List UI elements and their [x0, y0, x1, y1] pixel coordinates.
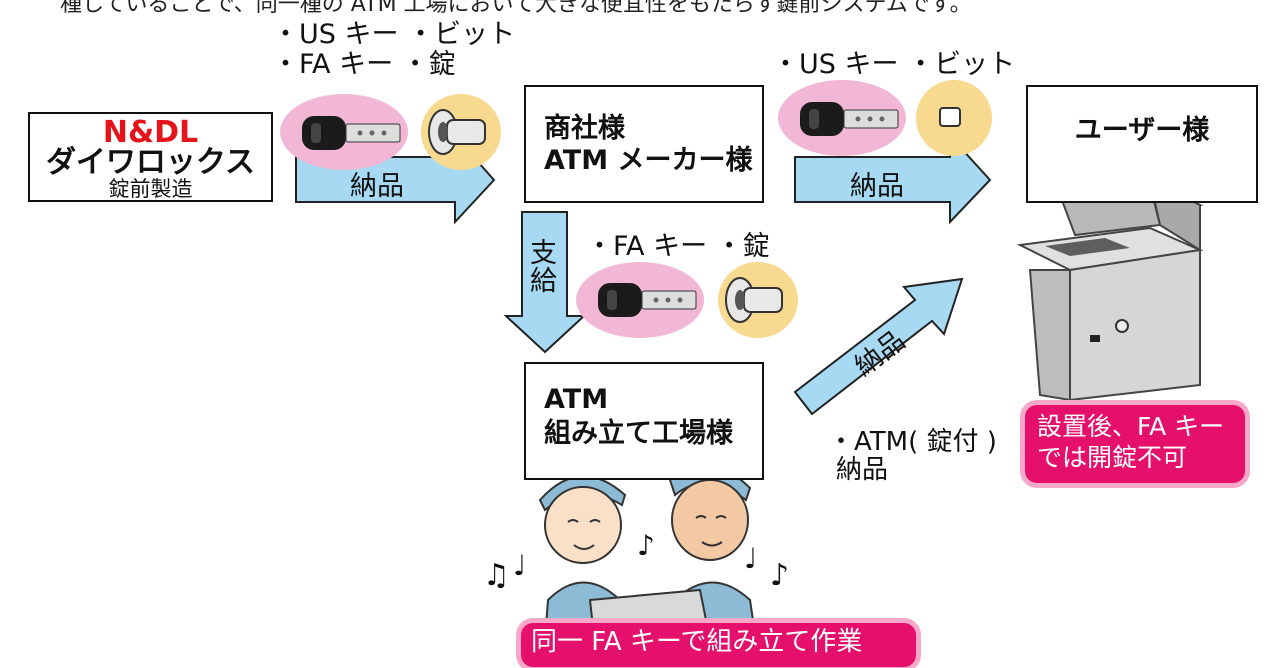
svg-text:♩: ♩	[744, 542, 757, 575]
svg-text:♪: ♪	[770, 558, 789, 593]
deliver-arrow-diag	[793, 277, 964, 416]
atm-note-line1: ・ATM( 錠付 )	[828, 427, 997, 457]
supply-list-left-line1: ・US キー ・ビット	[272, 19, 516, 50]
atm-note-line2: 納品	[836, 455, 889, 485]
supply-arrow	[503, 211, 587, 354]
company-sub: 錠前製造	[108, 177, 193, 201]
deliver-label-1: 納品	[350, 171, 404, 202]
factory-box: ATM 組み立て工場様	[524, 362, 764, 480]
supply-list-mid-line1: ・FA キー ・錠	[586, 231, 770, 262]
manufacturer-box: N&DL ダイワロックス 錠前製造	[28, 112, 273, 202]
factory-note-callout: 同一 FA キーで組み立て作業	[521, 623, 916, 667]
factory-note-text: 同一 FA キーで組み立て作業	[531, 627, 863, 657]
supply-label: 支給	[530, 238, 557, 297]
svg-text:♩: ♩	[513, 549, 526, 582]
factory-line1: ATM	[544, 384, 609, 415]
svg-text:♪: ♪	[637, 529, 655, 562]
key-icon-mid	[576, 262, 704, 338]
user-box: ユーザー様	[1026, 85, 1258, 203]
user-note-line2: では開錠不可	[1037, 443, 1188, 472]
trading-company-box: 商社様 ATM メーカー様	[524, 85, 764, 203]
lock-icon-left	[421, 94, 501, 170]
top-caption: 種していることで、同一種の ATM 工場において大きな便宜性をもたらす鍵前システ…	[60, 0, 972, 17]
supply-list-right-line1: ・US キー ・ビット	[772, 49, 1016, 80]
user-label: ユーザー様	[1074, 115, 1210, 146]
key-icon-left	[280, 94, 408, 170]
music-notes-icon: ♫ ♩ ♪ ♩ ♪	[483, 529, 789, 593]
deliver-label-2: 納品	[850, 171, 904, 202]
trading-line2: ATM メーカー様	[544, 145, 753, 176]
company-name: ダイワロックス	[45, 145, 256, 180]
supply-list-left-line2: ・FA キー ・錠	[272, 49, 456, 80]
svg-text:♫: ♫	[483, 558, 510, 593]
company-logo: N&DL	[102, 115, 199, 150]
factory-line2: 組み立て工場様	[544, 418, 733, 449]
user-note-line1: 設置後、FA キー	[1037, 412, 1225, 441]
atm-machine-illustration	[1016, 178, 1204, 402]
trading-line1: 商社様	[544, 113, 625, 144]
lock-icon-mid	[718, 262, 798, 338]
user-note-callout: 設置後、FA キー では開錠不可	[1025, 405, 1245, 483]
bit-icon-right	[916, 80, 992, 156]
key-icon-right	[778, 80, 906, 156]
